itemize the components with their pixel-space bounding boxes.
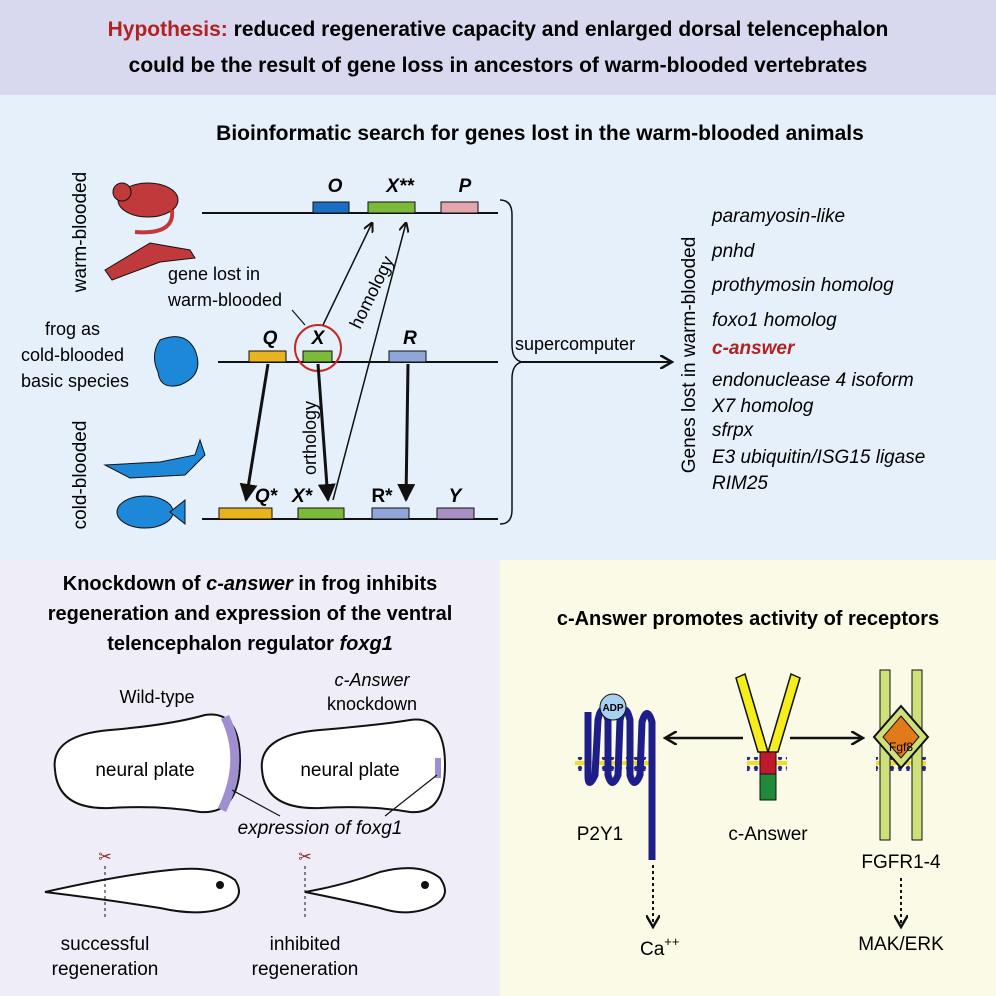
bird-icon <box>104 242 196 281</box>
orthology-arrow-q <box>239 363 270 502</box>
cold-blooded-label: cold-blooded <box>70 421 91 530</box>
wildtype-label: Wild-type <box>119 687 194 707</box>
gene-y <box>436 507 475 520</box>
gene-lost-label: gene lost in warm-blooded <box>167 264 282 310</box>
gene-item: RIM25 <box>712 473 768 494</box>
scissors-icon: ✂ <box>298 849 311 866</box>
expression-pointer <box>231 789 281 817</box>
fish-icon <box>116 495 186 529</box>
adp-molecule <box>599 693 627 721</box>
search-panel <box>0 95 996 560</box>
gene-label-r: R <box>403 328 417 349</box>
gene-label-q-star: Q* <box>255 486 279 507</box>
gene-label-y: Y <box>449 486 464 507</box>
gene-item: sfrpx <box>712 420 755 441</box>
gene-r-star <box>371 507 410 520</box>
gene-label-x-double-star: X** <box>385 176 415 197</box>
p2y1-label: P2Y1 <box>577 824 623 845</box>
genes-lost-title: Genes lost in warm-blooded <box>679 237 700 474</box>
gene-label-o: O <box>328 176 343 197</box>
search-title: Bioinformatic search for genes lost in t… <box>216 122 864 145</box>
gene-item: foxo1 homolog <box>712 310 837 331</box>
wildtype-neural-plate <box>53 713 242 814</box>
gene-label-r-star: R* <box>371 486 393 507</box>
foxg1-expression-wildtype <box>217 715 240 812</box>
fgfr-receptor <box>872 669 930 841</box>
homology-arrow-2 <box>332 223 406 501</box>
orthology-label: orthology <box>300 401 320 475</box>
gene-label-q: Q <box>263 328 278 349</box>
gene-lost-pointer <box>291 309 306 326</box>
gene-label-x-star: X* <box>291 486 314 507</box>
knockdown-label-2: knockdown <box>327 694 417 714</box>
neural-plate-label: neural plate <box>300 760 399 781</box>
p2y1-receptor <box>584 706 656 860</box>
homology-arrow-1 <box>322 223 372 326</box>
warm-blooded-label: warm-blooded <box>70 172 91 293</box>
knockdown-neural-plate <box>260 718 447 814</box>
mak-erk-label: MAK/ERK <box>858 934 944 955</box>
frog-label: frog as cold-blooded basic species <box>21 319 129 391</box>
gene-item: X7 homolog <box>711 396 814 417</box>
gene-x-star <box>297 507 345 520</box>
c-answer-protein <box>735 672 801 801</box>
fgfr-label: FGFR1-4 <box>861 852 941 873</box>
knockdown-title-3: telencephalon regulator foxg1 <box>107 633 393 655</box>
orthology-arrow-r <box>397 363 416 502</box>
c-answer-label: c-Answer <box>728 824 808 845</box>
gene-label-p: P <box>459 176 472 197</box>
gene-item: E3 ubiquitin/ISG15 ligase <box>712 447 925 468</box>
adp-label: ADP <box>602 703 623 714</box>
gene-label-x: X <box>311 328 326 349</box>
tadpole-icon <box>44 867 240 914</box>
fgf8-label: Fgf8 <box>889 740 913 754</box>
receptor-title: c-Answer promotes activity of receptors <box>557 608 939 630</box>
gene-r <box>388 350 427 363</box>
gene-o <box>312 201 350 214</box>
tadpole-icon <box>304 867 446 914</box>
gene-item: endonuclease 4 isoform <box>712 370 914 391</box>
genes-lost-list: paramyosin-like pnhd prothymosin homolog… <box>711 206 925 494</box>
knockdown-label-1: c-Answer <box>334 670 410 690</box>
gene-p <box>440 201 479 214</box>
hypothesis-line-2: could be the result of gene loss in ance… <box>129 54 868 77</box>
mouse-icon <box>112 182 179 235</box>
gene-item-highlighted: c-answer <box>712 338 796 359</box>
frog-icon <box>154 336 199 387</box>
gene-item: prothymosin homolog <box>711 275 894 296</box>
gene-item: paramyosin-like <box>711 206 845 227</box>
knockdown-title-1: Knockdown of c-answer in frog inhibits <box>63 573 437 595</box>
supercomputer-label: supercomputer <box>515 334 635 354</box>
header-panel <box>0 0 996 95</box>
crocodile-icon <box>103 438 206 479</box>
gene-q <box>248 350 287 363</box>
knockdown-title-2: regeneration and expression of the ventr… <box>48 603 453 625</box>
calcium-label: Ca++ <box>640 934 679 960</box>
gene-item: pnhd <box>711 241 756 262</box>
gene-q-star <box>218 507 273 520</box>
scissors-icon: ✂ <box>98 849 111 866</box>
orthology-arrow-x <box>316 363 336 502</box>
hypothesis-line-1: Hypothesis: reduced regenerative capacit… <box>108 18 889 41</box>
expression-label: expression of foxg1 <box>238 818 403 839</box>
gene-x <box>302 350 333 363</box>
neural-plate-label: neural plate <box>95 760 194 781</box>
gene-x-double-star <box>367 201 416 214</box>
expression-pointer <box>384 774 438 817</box>
